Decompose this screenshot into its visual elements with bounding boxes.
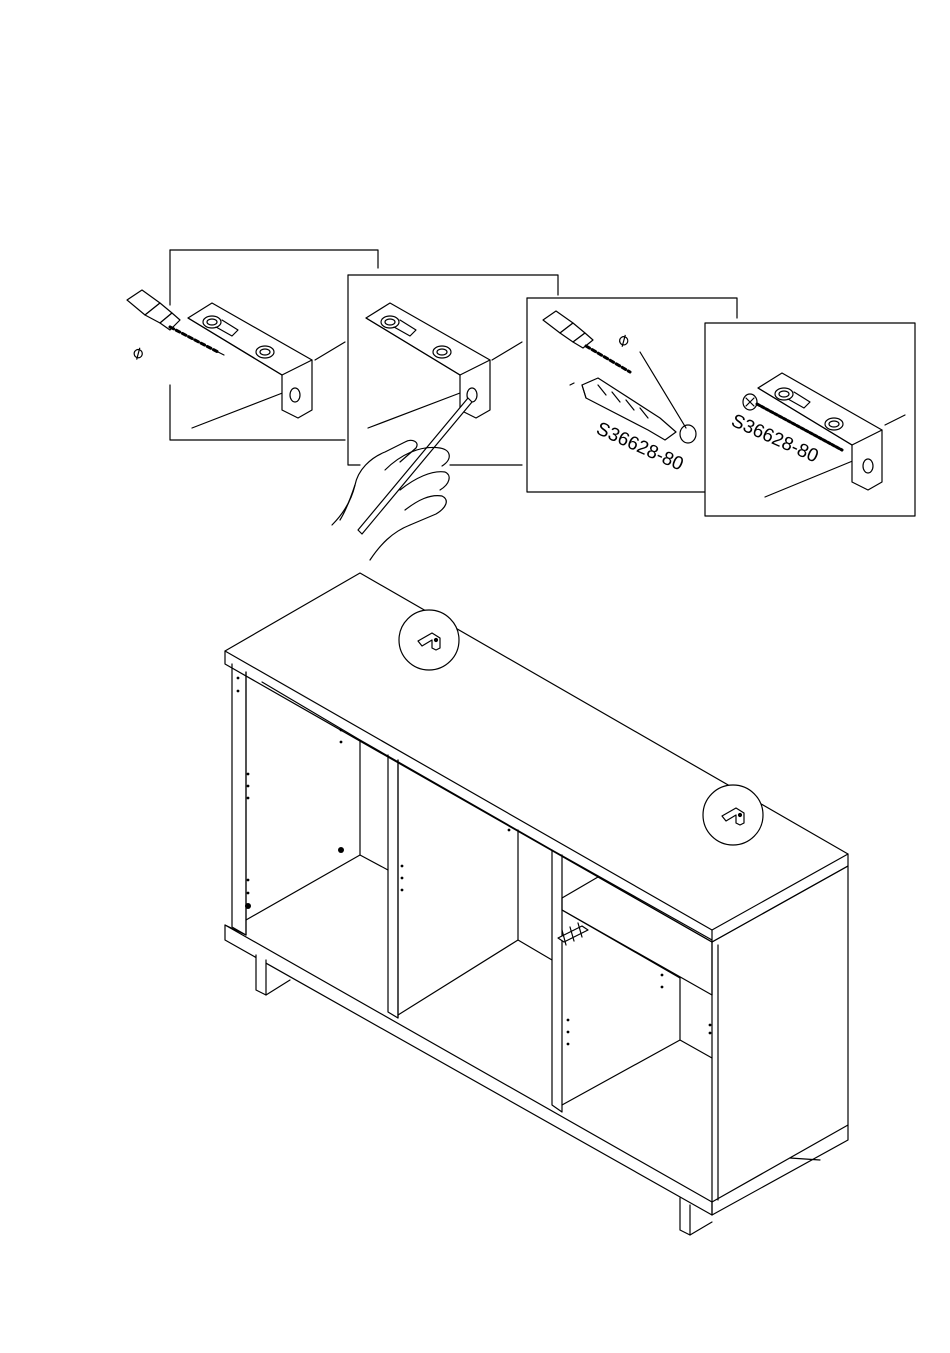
- bracket-location-callout: [703, 785, 763, 845]
- angle-bracket-icon: [188, 303, 312, 418]
- drill-diameter-symbol: ⌀: [613, 328, 633, 351]
- bracket-location-callout: [399, 610, 459, 670]
- step-panel-screw: S36628-80: [705, 323, 915, 516]
- cabinet-top: [225, 573, 848, 930]
- step-panel-mark: [332, 275, 558, 560]
- part-code-label: S36628-80: [593, 418, 686, 475]
- step-panel-drill: ⌀: [127, 250, 378, 440]
- cabinet-icon: [225, 573, 848, 1235]
- drill-diameter-symbol: ⌀: [128, 341, 148, 364]
